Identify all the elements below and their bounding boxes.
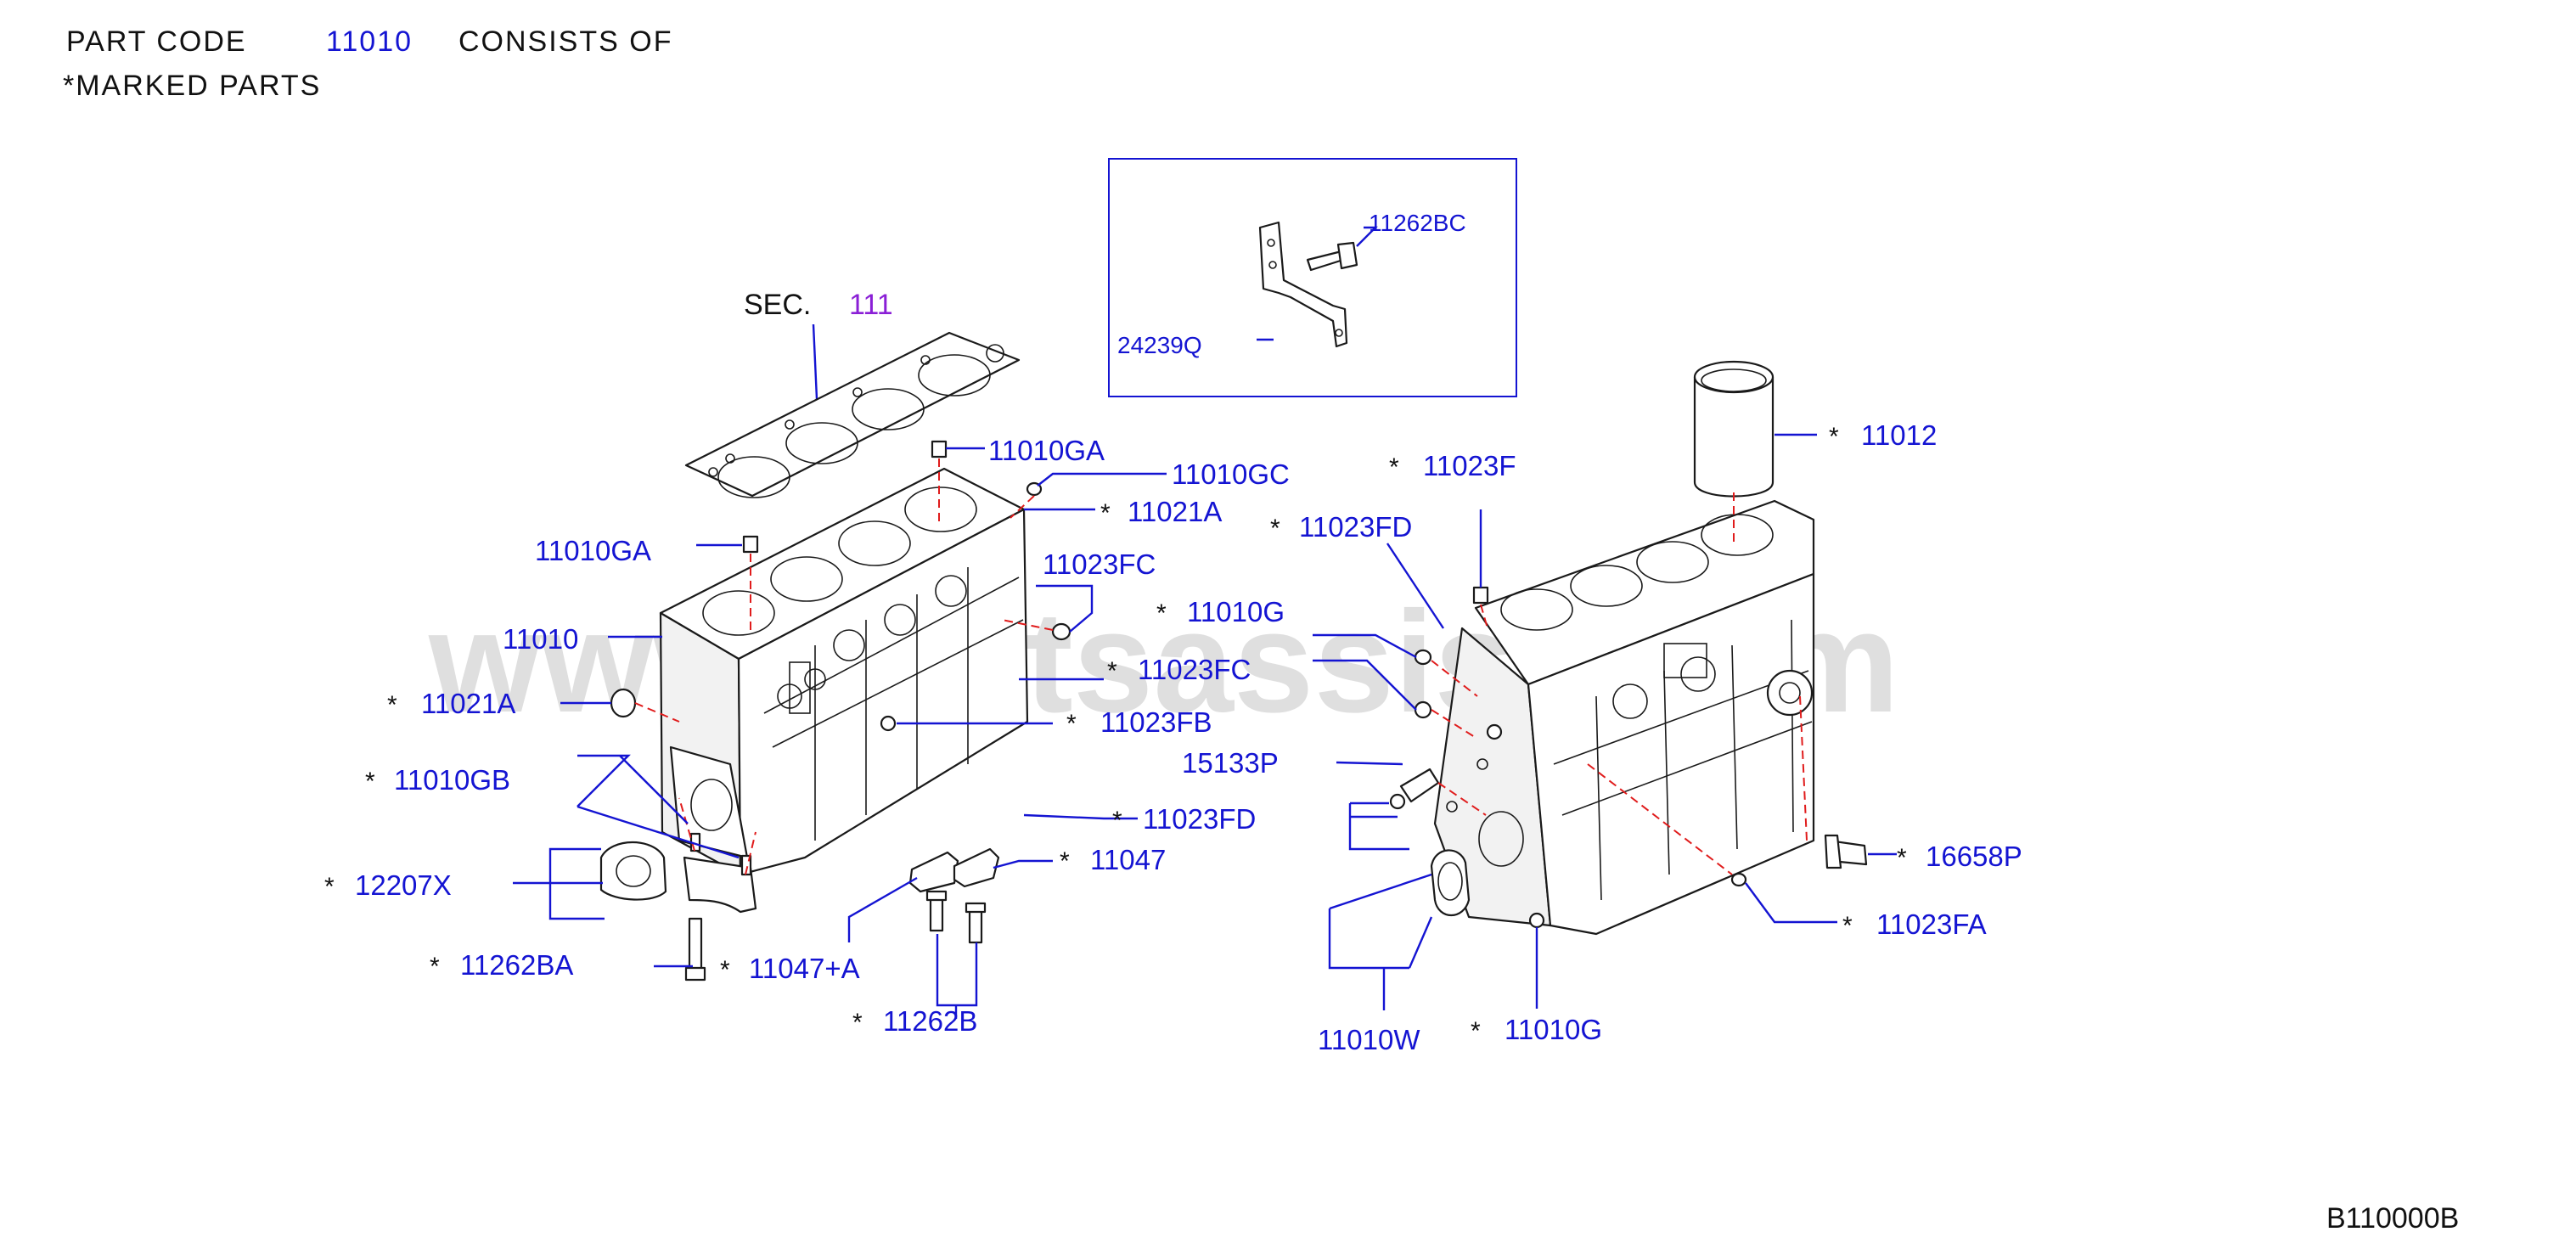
star-11023F: * [1389,453,1399,481]
right-leaders [1313,433,1897,1010]
head-gasket-drawing[interactable] [684,331,1021,498]
star-11012: * [1829,423,1839,451]
left-leaders [513,447,1167,1019]
header-prefix: PART CODE [66,25,247,58]
star-16658P: * [1897,844,1907,872]
cylinder-block-left-drawing[interactable] [659,467,1029,876]
label-11010GA-left[interactable]: 11010GA [535,535,651,566]
star-11010GB: * [365,768,375,796]
label-11047[interactable]: 11047 [1090,844,1166,875]
label-11010[interactable]: 11010 [503,623,578,655]
plug-11010GA-left[interactable] [742,535,759,554]
cylinder-liner-11012-drawing[interactable] [1693,360,1775,498]
star-11047A: * [720,956,730,984]
star-11262B: * [852,1009,863,1037]
label-11047A[interactable]: 11047+A [749,953,860,984]
header-suffix: CONSISTS OF [458,25,672,58]
label-11010GC[interactable]: 11010GC [1172,458,1290,490]
diagram-code: B110000B [2326,1202,2459,1235]
label-11021A-left[interactable]: 11021A [421,688,515,719]
label-15133P[interactable]: 15133P [1182,747,1279,779]
label-24239Q[interactable]: 24239Q [1117,332,1202,358]
star-11023FD-top: * [1270,515,1280,543]
bracket-11047A[interactable] [908,851,959,893]
sensor-15133P[interactable] [1399,768,1440,803]
star-11021A-top: * [1100,499,1111,527]
star-11021A-left: * [387,691,397,719]
left-small-parts [599,440,1071,982]
left-centerlines [634,458,1054,875]
label-11021A-top[interactable]: 11021A [1128,496,1222,527]
label-16658P[interactable]: 16658P [1926,841,2022,872]
bolt-11262B-a[interactable] [929,895,944,932]
star-12207X: * [324,873,335,901]
label-11023FC-mid[interactable]: 11023FC [1138,654,1251,685]
star-11023FD-bottom: * [1112,807,1122,835]
bolt-11262bc-drawing[interactable] [1306,241,1358,272]
header: PART CODE 11010 CONSISTS OF *MARKED PART… [63,25,672,102]
right-centerlines [1431,492,1808,875]
plug-11023FB[interactable] [880,715,897,732]
star-11023FA: * [1842,912,1853,940]
star-11023FC-mid: * [1107,657,1117,685]
label-11023FC-top[interactable]: 11023FC [1043,548,1156,580]
star-11010G-top: * [1156,599,1167,627]
inset-bracket-box: 11262BC 24239Q [1108,158,1517,397]
star-11010G-bottom: * [1471,1017,1481,1045]
seal-11010W[interactable] [1430,849,1471,916]
label-11010G-top[interactable]: 11010G [1187,596,1285,627]
plug-11010GC[interactable] [1026,481,1043,497]
section-number[interactable]: 111 [849,289,893,321]
label-11010G-bottom[interactable]: 11010G [1505,1014,1602,1045]
plug-11023FC-mid[interactable] [1414,700,1432,719]
label-11023FA[interactable]: 11023FA [1876,908,1987,940]
label-11012[interactable]: 11012 [1861,419,1937,451]
star-11262BA: * [430,953,440,981]
right-small-parts [1389,586,1868,929]
seal-12207X[interactable] [599,841,667,901]
plug-11021A-left[interactable] [610,688,637,718]
bracket-11047[interactable] [953,847,1000,888]
label-11023FB[interactable]: 11023FB [1100,706,1212,738]
label-11262B[interactable]: 11262B [883,1005,977,1037]
plug-11023FC-top[interactable] [1051,622,1071,641]
bracket-24239q-drawing[interactable] [1258,221,1348,348]
leader-section [812,323,818,400]
plug-11023F[interactable] [1472,586,1489,605]
plug-11010G-top[interactable] [1486,723,1503,740]
header-part-code[interactable]: 11010 [326,25,413,58]
plug-11023FD-bottom[interactable] [1389,793,1406,810]
inset-frame [1108,158,1517,397]
label-11010GA-top[interactable]: 11010GA [988,435,1105,466]
plug-11023FD-top[interactable] [1414,649,1432,666]
label-11010GB[interactable]: 11010GB [394,764,510,796]
header-marked-parts: *MARKED PARTS [63,70,321,102]
label-11010W[interactable]: 11010W [1318,1024,1420,1055]
label-11262BC[interactable]: 11262BC [1369,210,1466,236]
label-11023F[interactable]: 11023F [1423,450,1516,481]
section-label: SEC. [744,289,811,321]
section-reference: SEC. 111 [744,289,893,400]
label-12207X[interactable]: 12207X [355,869,452,901]
leader-11262bc [1356,226,1378,247]
label-11262BA[interactable]: 11262BA [460,949,573,981]
bolt-11262B-b[interactable] [968,907,983,944]
star-11023FB: * [1066,710,1077,738]
bearing-cap-11010GB[interactable] [683,856,757,914]
cylinder-block-right-drawing[interactable] [1433,499,1815,936]
plug-11010GA-top[interactable] [931,440,948,458]
plug-11010G-bottom[interactable] [1528,912,1545,929]
star-11047: * [1060,847,1070,875]
plug-11023FA[interactable] [1730,872,1747,887]
callout-labels: 11010GA 11010GC * 11021A 11010GA 11023FC… [324,419,2022,1055]
label-11023FD-top[interactable]: 11023FD [1299,511,1412,543]
label-11023FD-bottom[interactable]: 11023FD [1143,803,1256,835]
